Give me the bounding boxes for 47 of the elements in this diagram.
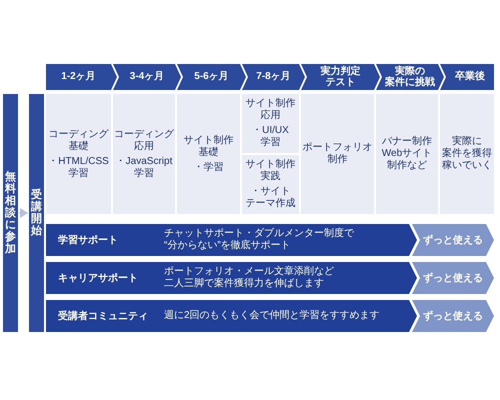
- support-band: [46, 300, 417, 332]
- stage-detail: ・HTML/CSS学習: [48, 156, 109, 180]
- step-label: 卒業後: [455, 71, 485, 83]
- step-header: [177, 64, 246, 90]
- status-tag: [412, 262, 494, 294]
- step-label: 実力判定テスト: [320, 66, 360, 88]
- phase-label: 受講開始: [31, 188, 42, 238]
- band-title: キャリアサポート: [58, 272, 138, 285]
- status-tag: [412, 224, 494, 256]
- step-header: [440, 64, 494, 90]
- phase-bar: [29, 94, 44, 332]
- band-description: チャットサポート・ダブルメンター制度で“分からない”を徹底サポート: [164, 228, 354, 252]
- status-label: ずっと使える: [423, 272, 483, 285]
- step-header: [242, 64, 305, 90]
- stage-detail: ・UI/UX学習: [252, 125, 289, 149]
- stage-detail: ・JavaScript学習: [116, 156, 172, 180]
- status-label: ずっと使える: [423, 234, 483, 247]
- phase-label: 無料相談に参加: [5, 170, 16, 256]
- support-band: [46, 224, 417, 256]
- band-title: 学習サポート: [58, 234, 118, 247]
- step-header: [113, 64, 181, 90]
- band-description: ポートフォリオ・メール文章添削など二人三脚で案件獲得力を伸ばします: [164, 266, 334, 290]
- stage-title: コーディング基礎: [48, 128, 108, 152]
- step-label: 7-8ヶ月: [256, 71, 291, 83]
- stage-title: 実際に案件を獲得稼いでいく: [442, 136, 492, 172]
- stage-detail: ・学習: [194, 162, 224, 174]
- stage-title: サイト制作基礎: [184, 134, 234, 158]
- status-label: ずっと使える: [423, 310, 483, 323]
- band-title: 受講者コミュニティ: [58, 310, 148, 323]
- stage-title: バナー制作Webサイト制作など: [382, 136, 432, 172]
- arrow: [18, 208, 28, 218]
- band-description: 週に2回のもくもく会で仲間と学習をすすめます: [164, 310, 380, 322]
- step-label: 実際の案件に挑戦: [385, 66, 435, 88]
- step-header: [46, 64, 117, 90]
- step-label: 3-4ヶ月: [130, 71, 164, 83]
- stage-title: サイト制作応用: [246, 98, 296, 122]
- step-label: 5-6ヶ月: [194, 71, 229, 83]
- stage-title: ポートフォリオ制作: [302, 142, 372, 166]
- status-tag: [412, 300, 494, 332]
- stage-title: サイト制作実践: [246, 159, 296, 183]
- step-header: [376, 64, 444, 90]
- stage-title: コーディング応用: [114, 128, 174, 152]
- step-label: 1-2ヶ月: [61, 71, 96, 83]
- step-header: [301, 64, 380, 90]
- phase-bar: [3, 94, 18, 332]
- stage-detail: ・サイトテーマ作成: [246, 186, 296, 210]
- support-band: [46, 262, 417, 294]
